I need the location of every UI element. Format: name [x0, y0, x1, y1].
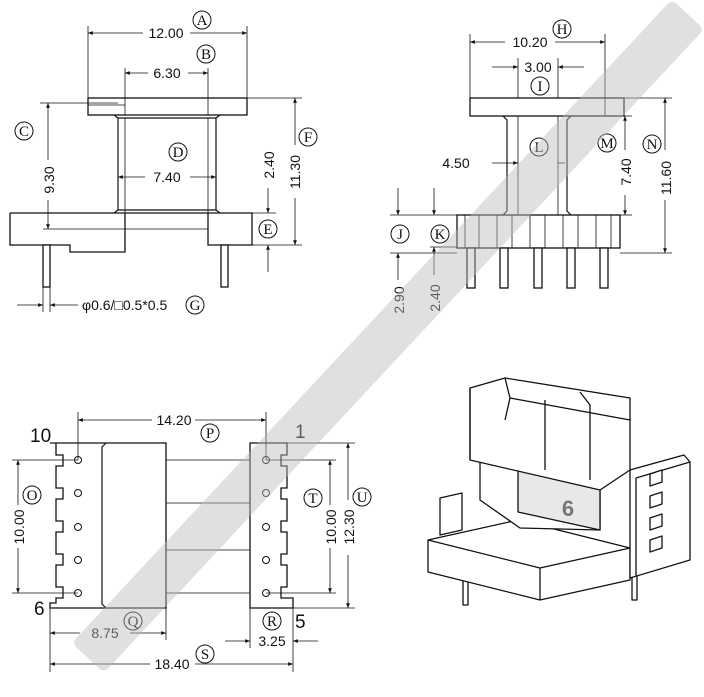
label-o: O — [27, 488, 38, 504]
dim-h-value: 10.20 — [512, 34, 547, 50]
label-i: I — [538, 79, 543, 95]
dimension-i: 3.00 I — [492, 58, 584, 98]
dim-n-value: 11.60 — [658, 161, 674, 195]
label-c: C — [19, 124, 29, 140]
dim-d-value: 7.40 — [153, 169, 180, 185]
label-e: E — [263, 222, 272, 238]
label-k: K — [435, 227, 446, 243]
dimension-c: 9.30 C — [14, 102, 118, 229]
pin-label-10: 10 — [30, 426, 51, 447]
dimension-l: 4.50 L — [442, 137, 565, 171]
dim-p-value: 14.20 — [156, 412, 191, 428]
dim-b-value: 6.30 — [153, 65, 180, 81]
pin-label-6: 6 — [34, 599, 45, 620]
dimension-b: 6.30 B — [124, 44, 216, 98]
dimension-f: 11.30 F — [247, 97, 318, 246]
label-f: F — [304, 130, 312, 146]
label-j: J — [397, 227, 403, 243]
dimension-o: 10.00 O — [11, 459, 78, 594]
dimension-e: 2.40 E — [252, 151, 278, 272]
pin-label-5: 5 — [295, 612, 306, 633]
dim-f-value: 11.30 — [287, 155, 303, 189]
label-a: A — [197, 13, 208, 29]
dim-r-value: 3.25 — [258, 633, 285, 649]
dim-j-value: 2.90 — [391, 286, 407, 313]
dim-i-value: 3.00 — [524, 59, 551, 75]
isometric-view: 6 — [427, 377, 691, 606]
label-h: H — [557, 22, 568, 38]
label-b: B — [201, 47, 211, 63]
dimension-m: 7.40 M — [567, 115, 634, 216]
dim-e-value: 2.40 — [261, 151, 277, 178]
label-u: U — [357, 490, 368, 506]
dimension-a: 12.00 A — [87, 10, 248, 98]
label-n: N — [647, 137, 658, 153]
label-s: S — [201, 647, 209, 663]
iso-pin-mark: 6 — [562, 496, 574, 521]
label-g: G — [190, 298, 201, 314]
dim-c-value: 9.30 — [41, 166, 57, 193]
label-p: P — [206, 426, 214, 442]
label-q: Q — [128, 614, 139, 630]
dimension-u: 12.30 U — [287, 442, 372, 609]
label-r: R — [267, 614, 277, 630]
dim-l-value: 4.50 — [442, 155, 469, 171]
dim-s-value: 18.40 — [154, 656, 189, 672]
dimension-h: 10.20 H — [469, 19, 606, 116]
side-view-body — [456, 97, 625, 289]
front-view-body — [9, 97, 253, 288]
dim-m-value: 7.40 — [618, 158, 634, 185]
label-d: D — [173, 145, 184, 161]
dimension-s: 18.40 S — [50, 644, 293, 672]
dim-t-value: 10.00 — [323, 509, 339, 544]
front-view: 12.00 A 6.30 B 9.30 C 7.40 D — [9, 10, 318, 315]
dimension-q: 8.75 Q — [49, 608, 167, 672]
dim-u-value: 12.30 — [341, 509, 357, 544]
watermark — [74, 1, 702, 671]
bottom-view-body — [49, 442, 294, 609]
label-t: T — [308, 491, 317, 507]
label-l: L — [534, 140, 543, 156]
dim-o-value: 10.00 — [11, 509, 27, 544]
dim-g-value: φ0.6/□0.5*0.5 — [82, 297, 167, 313]
bottom-view: 10 1 6 5 14.20 P 10.00 O 10.00 T — [11, 412, 372, 672]
dimension-t: 10.00 T — [266, 459, 339, 594]
dim-q-value: 8.75 — [91, 625, 118, 641]
dimension-j-k: 2.90 2.40 J K — [390, 188, 457, 314]
pin-label-1: 1 — [295, 422, 306, 443]
dimension-g: φ0.6/□0.5*0.5 G — [17, 287, 205, 315]
dim-a-value: 12.00 — [148, 25, 183, 41]
side-view: 10.20 H 3.00 I 4.50 L 7.40 M 11.60 — [390, 19, 674, 314]
dimension-n: 11.60 N — [620, 97, 674, 254]
label-m: M — [600, 136, 613, 152]
dimension-d: 7.40 D — [118, 142, 216, 185]
dimension-p: 14.20 P — [77, 412, 267, 460]
dim-k-value: 2.40 — [427, 284, 443, 311]
dimension-r: 3.25 R — [225, 608, 318, 672]
